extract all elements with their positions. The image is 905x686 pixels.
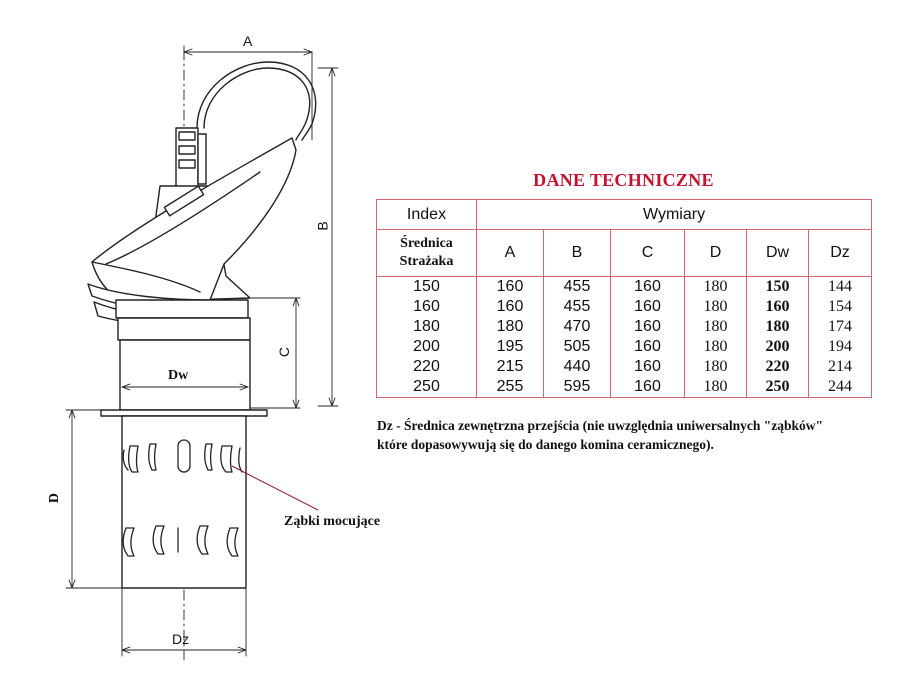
column-header: C <box>610 229 685 277</box>
table-row: 250 255 595 160 180 250 244 <box>376 377 873 398</box>
header-wymiary: Wymiary <box>475 199 873 230</box>
cell-b: 440 <box>543 357 611 377</box>
header-srednica-strazaka: Średnica Strażaka <box>376 229 477 277</box>
cell-c: 160 <box>610 297 685 317</box>
mounting-teeth <box>122 525 239 557</box>
table-row: 150 160 455 160 180 150 144 <box>376 276 873 297</box>
cell-dz: 244 <box>807 377 873 398</box>
cell-c: 160 <box>610 377 685 398</box>
cell-c: 160 <box>610 357 685 377</box>
cell-b: 470 <box>543 317 611 337</box>
column-header: Dw <box>746 229 809 277</box>
cell-dw: 250 <box>746 377 809 398</box>
cowl-cylinder <box>119 339 251 411</box>
cell-b: 455 <box>543 276 611 297</box>
table-subheader-row: Średnica Strażaka A B C D Dw Dz <box>376 229 873 277</box>
mounting-teeth <box>122 439 243 473</box>
cell-dz: 194 <box>807 337 873 357</box>
cell-dz: 144 <box>807 276 873 297</box>
cell-dw: 150 <box>746 276 809 297</box>
cell-a: 160 <box>476 276 544 297</box>
cell-index: 250 <box>376 377 477 398</box>
cell-a: 215 <box>476 357 544 377</box>
cell-dw: 220 <box>746 357 809 377</box>
spec-table: Index Wymiary Średnica Strażaka A B C D … <box>376 199 873 398</box>
cell-d: 180 <box>684 297 747 317</box>
cell-d: 180 <box>684 276 747 297</box>
table-row: 200 195 505 160 180 200 194 <box>376 337 873 357</box>
cell-dw: 180 <box>746 317 809 337</box>
cell-d: 180 <box>684 377 747 398</box>
teeth-leader-line <box>231 465 319 511</box>
cell-dz: 154 <box>807 297 873 317</box>
footnote-line: Dz - Średnica zewnętrzna przejścia (nie … <box>377 418 823 433</box>
cell-index: 220 <box>376 357 477 377</box>
cell-dz: 214 <box>807 357 873 377</box>
column-header: D <box>684 229 747 277</box>
cell-a: 160 <box>476 297 544 317</box>
dim-b-label: B <box>314 221 331 231</box>
footnote-line: które dopasowywują się do danego komina … <box>377 437 714 452</box>
cell-d: 180 <box>684 337 747 357</box>
cell-index: 200 <box>376 337 477 357</box>
cell-index: 150 <box>376 276 477 297</box>
column-header: A <box>476 229 544 277</box>
cell-c: 160 <box>610 337 685 357</box>
cowl-handle <box>203 67 311 141</box>
dim-dz-label: Dz <box>172 631 190 647</box>
cell-c: 160 <box>610 317 685 337</box>
dim-d-label: D <box>47 492 63 504</box>
cell-b: 505 <box>543 337 611 357</box>
cell-c: 160 <box>610 276 685 297</box>
cell-b: 595 <box>543 377 611 398</box>
cell-index: 180 <box>376 317 477 337</box>
table-row: 180 180 470 160 180 180 174 <box>376 317 873 337</box>
cell-b: 455 <box>543 297 611 317</box>
dim-dw-label: Dw <box>168 368 189 383</box>
column-header: Dz <box>807 229 873 277</box>
cowl-flange <box>100 409 268 417</box>
teeth-callout-label: Ząbki mocujące <box>284 514 381 529</box>
cell-a: 180 <box>476 317 544 337</box>
cell-dw: 200 <box>746 337 809 357</box>
header-index: Index <box>376 199 477 230</box>
cell-a: 255 <box>476 377 544 398</box>
cell-index: 160 <box>376 297 477 317</box>
cowl-collar <box>115 299 249 319</box>
cell-a: 195 <box>476 337 544 357</box>
table-title: DANE TECHNICZNE <box>533 170 714 190</box>
cell-d: 180 <box>684 317 747 337</box>
dim-a-label: A <box>243 33 253 49</box>
table-header-row: Index Wymiary <box>376 199 873 230</box>
table-row: 220 215 440 160 180 220 214 <box>376 357 873 377</box>
cell-dw: 160 <box>746 297 809 317</box>
dz-footnote: Dz - Średnica zewnętrzna przejścia (nie … <box>377 416 887 454</box>
dim-c-label: C <box>276 346 293 358</box>
cell-dz: 174 <box>807 317 873 337</box>
cell-d: 180 <box>684 357 747 377</box>
table-row: 160 160 455 160 180 160 154 <box>376 297 873 317</box>
column-header: B <box>543 229 611 277</box>
